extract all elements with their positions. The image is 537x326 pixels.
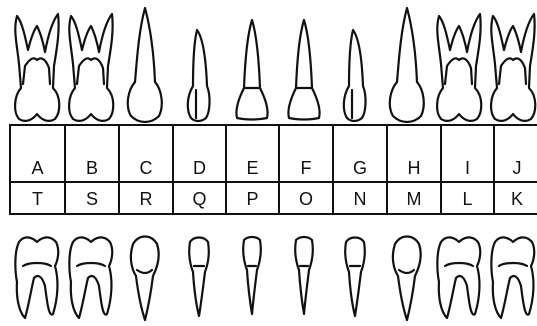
upper-tooth-i-icon (437, 14, 481, 121)
upper-cell-3: C (120, 126, 174, 181)
tooth-letter: R (140, 190, 153, 208)
tooth-letter: H (408, 159, 421, 177)
tooth-outline (128, 8, 162, 122)
tooth-outline (437, 237, 480, 318)
upper-tooth-f-icon (288, 20, 319, 120)
lower-tooth-l-icon (437, 237, 480, 318)
tooth-letter: A (31, 159, 43, 177)
tooth-outline (390, 8, 424, 122)
tooth-letter: L (462, 190, 472, 208)
upper-cell-1: A (11, 126, 66, 181)
lower-cell-6: O (280, 183, 334, 215)
upper-cell-6: F (280, 126, 334, 181)
tooth-letter: S (86, 190, 98, 208)
tooth-letter: J (513, 159, 522, 177)
upper-tooth-b-icon (69, 14, 113, 121)
upper-tooth-a-icon (15, 14, 59, 121)
lower-cell-8: M (388, 183, 442, 215)
tooth-outline (69, 14, 113, 121)
upper-teeth-row (0, 0, 537, 124)
lower-tooth-r-icon (131, 237, 159, 321)
lower-cell-3: R (120, 183, 174, 215)
tooth-letter: Q (192, 190, 206, 208)
tooth-outline (188, 30, 210, 121)
tooth-outline (491, 14, 535, 121)
tooth-letter: G (353, 159, 367, 177)
upper-cell-10: J (495, 126, 537, 181)
tooth-outline (69, 237, 112, 318)
tooth-outline (393, 237, 421, 321)
tooth-letter: T (32, 190, 43, 208)
lower-label-row: T S R Q P O N M L K (11, 181, 537, 215)
upper-tooth-j-icon (491, 14, 535, 121)
tooth-label-grid: A B C D E F G H I J T S R Q P O N M L K (9, 124, 537, 215)
tooth-letter: P (246, 190, 258, 208)
tooth-outline (445, 58, 472, 84)
tooth-letter: O (299, 190, 313, 208)
lower-tooth-t-icon (15, 237, 58, 318)
tooth-outline (344, 30, 366, 121)
tooth-outline (243, 237, 261, 314)
tooth-letter: D (193, 159, 206, 177)
lower-cell-2: S (66, 183, 120, 215)
tooth-outline (23, 263, 51, 266)
upper-tooth-e-icon (236, 20, 267, 120)
tooth-outline (499, 58, 526, 84)
upper-cell-5: E (227, 126, 280, 181)
upper-tooth-d-icon (188, 30, 210, 121)
tooth-outline (437, 14, 481, 121)
tooth-outline (236, 20, 267, 120)
lower-tooth-s-icon (69, 237, 112, 318)
upper-cell-2: B (66, 126, 120, 181)
tooth-outline (15, 14, 59, 121)
tooth-outline (189, 238, 209, 317)
tooth-outline (445, 263, 473, 266)
upper-cell-9: I (442, 126, 495, 181)
tooth-outline (131, 237, 159, 321)
upper-cell-7: G (334, 126, 388, 181)
tooth-outline (295, 237, 313, 314)
lower-cell-10: K (495, 183, 537, 215)
tooth-letter: N (354, 190, 367, 208)
lower-cell-7: N (334, 183, 388, 215)
lower-teeth-row (0, 232, 537, 326)
tooth-outline (288, 20, 319, 120)
tooth-outline (77, 58, 104, 84)
upper-cell-4: D (174, 126, 227, 181)
tooth-letter: M (407, 190, 422, 208)
tooth-outline (399, 270, 414, 273)
lower-cell-1: T (11, 183, 66, 215)
lower-tooth-q-icon (189, 238, 209, 317)
lower-tooth-k-icon (491, 237, 534, 318)
tooth-letter: C (140, 159, 153, 177)
tooth-letter: I (465, 159, 470, 177)
upper-tooth-g-icon (344, 30, 366, 121)
upper-label-row: A B C D E F G H I J (11, 126, 537, 181)
tooth-outline (137, 270, 152, 273)
lower-tooth-o-icon (295, 237, 313, 314)
lower-tooth-m-icon (393, 237, 421, 321)
tooth-letter: B (86, 159, 98, 177)
lower-tooth-p-icon (243, 237, 261, 314)
lower-tooth-n-icon (345, 238, 365, 317)
tooth-letter: F (301, 159, 312, 177)
tooth-letter: K (511, 190, 523, 208)
tooth-outline (499, 263, 527, 266)
tooth-outline (345, 238, 365, 317)
lower-cell-9: L (442, 183, 495, 215)
tooth-outline (77, 263, 105, 266)
upper-tooth-h-icon (390, 8, 424, 122)
tooth-outline (15, 237, 58, 318)
tooth-outline (491, 237, 534, 318)
upper-tooth-c-icon (128, 8, 162, 122)
tooth-outline (23, 58, 50, 84)
tooth-letter: E (246, 159, 258, 177)
lower-cell-5: P (227, 183, 280, 215)
lower-cell-4: Q (174, 183, 227, 215)
upper-cell-8: H (388, 126, 442, 181)
